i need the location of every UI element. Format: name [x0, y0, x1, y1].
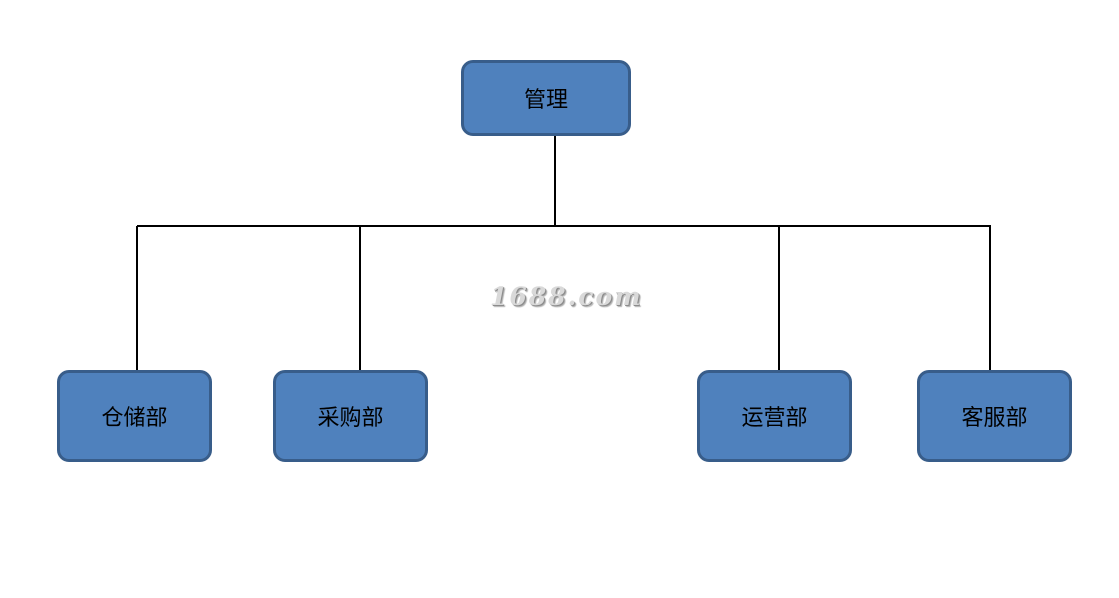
watermark-text: 1688.com — [490, 282, 643, 311]
node-management-label: 管理 — [523, 88, 568, 113]
node-operations-dept: 运营部 — [697, 370, 852, 462]
node-storage-dept: 仓储部 — [57, 370, 212, 462]
node-management: 管理 — [461, 60, 631, 136]
node-purchasing-dept-label: 采购部 — [317, 406, 384, 431]
node-operations-dept-label: 运营部 — [741, 406, 808, 431]
node-customer-service-dept-label: 客服部 — [961, 406, 1028, 431]
node-customer-service-dept: 客服部 — [917, 370, 1072, 462]
node-storage-dept-label: 仓储部 — [101, 406, 168, 431]
node-purchasing-dept: 采购部 — [273, 370, 428, 462]
